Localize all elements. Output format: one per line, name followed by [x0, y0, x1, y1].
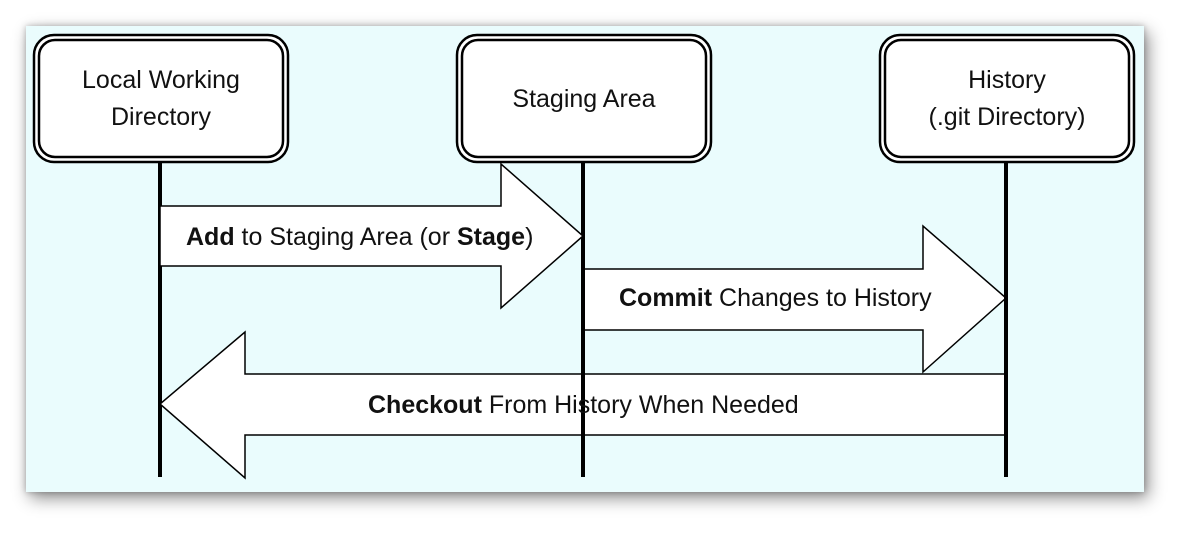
commit-label-bold: Commit — [619, 284, 713, 312]
checkout-label-text: From History When Needed — [482, 391, 799, 419]
add-label-bold: Add — [186, 223, 235, 251]
add-arrow — [159, 162, 585, 310]
diagram-frame: Local Working Directory Staging Area His… — [26, 26, 1144, 492]
participant-label-line2: Directory — [111, 103, 212, 131]
checkout-label-bold: Checkout — [368, 391, 483, 419]
commit-arrow-label: Commit Changes to History — [619, 284, 932, 312]
participant-history: History (.git Directory) — [878, 33, 1136, 164]
commit-label-text: Changes to History — [712, 284, 932, 312]
add-label-close: ) — [525, 223, 533, 251]
checkout-arrow-label: Checkout From History When Needed — [368, 391, 799, 419]
participant-label-line1: History — [968, 66, 1046, 94]
commit-arrow — [582, 224, 1008, 374]
sequence-diagram: Local Working Directory Staging Area His… — [26, 26, 1144, 492]
participant-label-line2: (.git Directory) — [929, 103, 1086, 131]
participant-local-working-directory: Local Working Directory — [32, 33, 290, 164]
participant-label-line1: Staging Area — [512, 85, 655, 113]
add-label-text: to Staging Area (or — [235, 223, 457, 251]
participant-staging-area: Staging Area — [455, 33, 713, 164]
add-arrow-label: Add to Staging Area (or Stage) — [186, 223, 533, 251]
participant-label-line1: Local Working — [82, 66, 240, 94]
stage-label-bold: Stage — [457, 223, 525, 251]
